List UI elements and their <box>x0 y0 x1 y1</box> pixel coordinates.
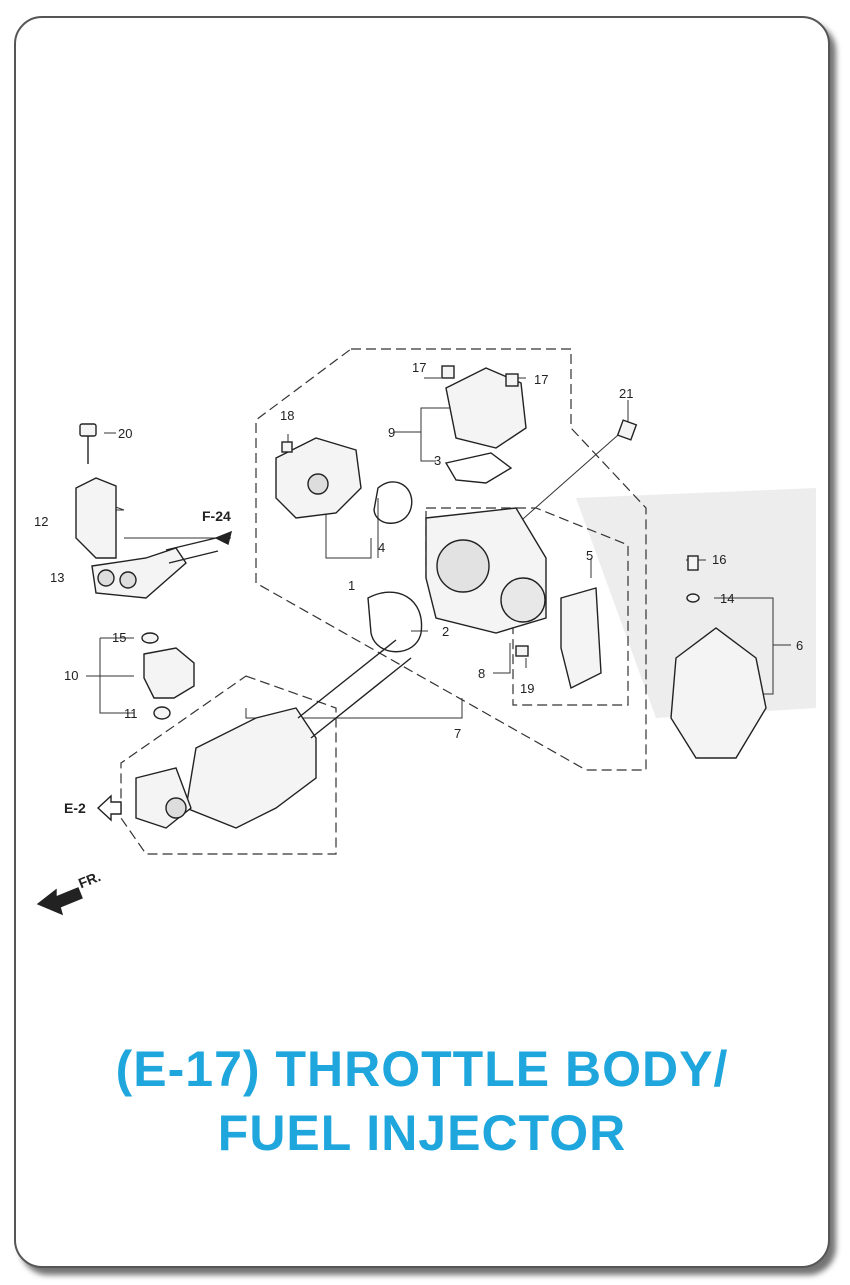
clamp-12 <box>75 477 117 559</box>
screw-17b <box>505 373 519 387</box>
front-label: FR. <box>76 868 103 891</box>
front-arrow-icon <box>36 887 83 916</box>
callout-6: 6 <box>796 638 803 653</box>
exploded-parts-diagram: 20 12 13 15 10 11 18 17 17 9 3 4 1 2 5 8… <box>34 348 816 916</box>
page-title-line-1: (E-17) THROTTLE BODY/ <box>115 1041 729 1097</box>
callout-11: 11 <box>124 706 138 721</box>
reference-arrows <box>36 530 233 916</box>
bolt-16 <box>687 555 699 571</box>
screw-17a <box>441 365 455 379</box>
callout-2: 2 <box>442 624 449 639</box>
bolt-20 <box>79 423 97 437</box>
intake-pipe-7 <box>185 707 317 829</box>
callout-16: 16 <box>712 552 726 567</box>
o-ring-15 <box>141 632 159 644</box>
callout-7: 7 <box>454 726 461 741</box>
callout-10: 10 <box>64 668 78 683</box>
callout-19: 19 <box>520 681 534 696</box>
callout-numbers: 20 12 13 15 10 11 18 17 17 9 3 4 1 2 5 8… <box>34 360 803 741</box>
callout-17b: 17 <box>534 372 548 387</box>
bracket-5 <box>560 587 602 690</box>
joint-13 <box>91 547 187 599</box>
callout-15: 15 <box>112 630 126 645</box>
e2-arrow-icon <box>96 794 122 822</box>
gasket-3 <box>444 452 513 484</box>
page-title-line-2: FUEL INJECTOR <box>217 1105 627 1161</box>
gasket-2 <box>367 591 423 653</box>
callout-8: 8 <box>478 666 485 681</box>
callout-9: 9 <box>388 425 395 440</box>
control-module-9 <box>445 367 527 449</box>
ref-f24-label: F-24 <box>202 508 231 524</box>
diagram-card: 20 12 13 15 10 11 18 17 17 9 3 4 1 2 5 8… <box>14 16 830 1268</box>
callout-18: 18 <box>280 408 294 423</box>
bolt-21 <box>616 419 638 441</box>
callout-14: 14 <box>720 591 734 606</box>
o-ring-4 <box>373 481 413 524</box>
ref-e2-label: E-2 <box>64 800 86 816</box>
callout-13: 13 <box>50 570 64 585</box>
washer-14 <box>686 593 700 603</box>
screw-18 <box>281 441 293 453</box>
f24-arrow-icon <box>214 530 233 546</box>
callout-5: 5 <box>586 548 593 563</box>
callout-17a: 17 <box>412 360 426 375</box>
fuel-injector-10 <box>143 647 195 699</box>
callout-20: 20 <box>118 426 132 441</box>
callout-12: 12 <box>34 514 48 529</box>
seal-11 <box>153 706 171 720</box>
callout-4: 4 <box>378 540 385 555</box>
callout-3: 3 <box>434 453 441 468</box>
part-drawings <box>75 365 767 829</box>
callout-1: 1 <box>348 578 355 593</box>
reference-labels: F-24 E-2 FR. <box>64 508 231 891</box>
bolt-19 <box>515 645 529 657</box>
cover-6 <box>670 627 767 759</box>
callout-21: 21 <box>619 386 633 401</box>
